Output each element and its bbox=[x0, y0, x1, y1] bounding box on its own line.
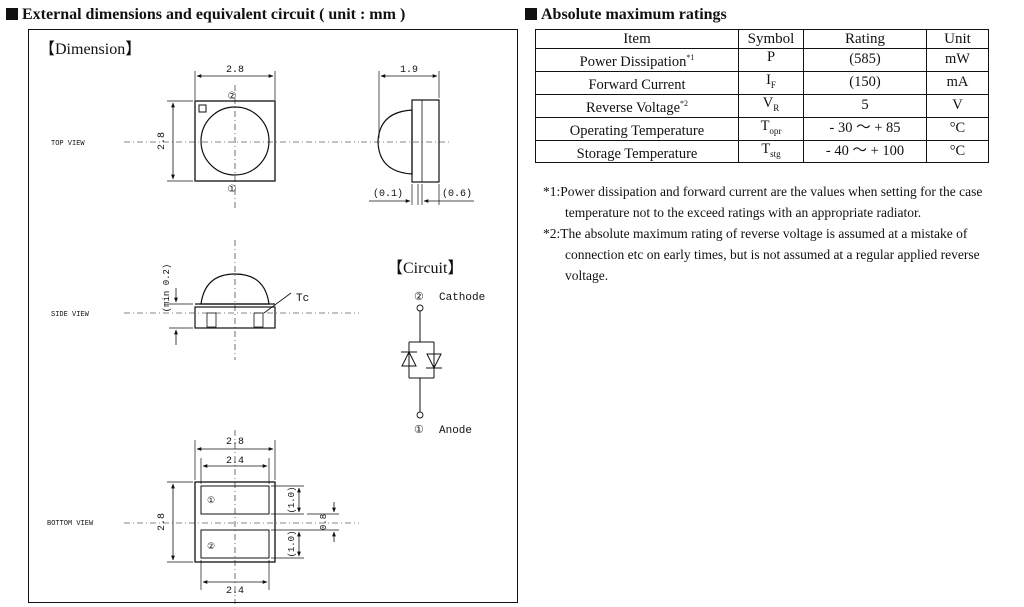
row-rating: (585) bbox=[803, 48, 927, 72]
side-view-body bbox=[194, 306, 276, 329]
row-unit: V bbox=[926, 93, 989, 118]
row-unit: °C bbox=[926, 116, 989, 141]
side-view-label: SIDE VIEW bbox=[51, 311, 90, 319]
bottom-pad-2 bbox=[200, 529, 270, 559]
header-unit: Unit bbox=[926, 29, 989, 49]
cathode-pin-text: ② bbox=[414, 291, 424, 304]
header-rating: Rating bbox=[803, 29, 927, 49]
profile-right-gap-text: (0.6) bbox=[442, 188, 472, 200]
table-header-row: Item Symbol Rating Unit bbox=[535, 29, 989, 49]
row-item: Forward Current bbox=[535, 70, 739, 95]
led-diode-symbol bbox=[426, 353, 442, 370]
table-row: Storage Temperature Tstg - 40 ～ + 100 °C bbox=[535, 139, 989, 164]
row-rating: (150) bbox=[803, 70, 927, 95]
anode-pin-text: ① bbox=[414, 424, 424, 437]
dimension-drawing: 【Dimension】 TOP VIEW SIDE VIEW BOTTOM VI… bbox=[39, 41, 485, 604]
side-view-lens bbox=[200, 273, 270, 305]
cathode-label: Cathode bbox=[439, 292, 485, 304]
row-unit: mA bbox=[926, 70, 989, 95]
table-row: Operating Temperature Topr - 30 ～ + 85 °… bbox=[535, 116, 989, 141]
tc-label: Tc bbox=[296, 293, 309, 305]
top-view-label: TOP VIEW bbox=[51, 140, 85, 148]
ratings-notes: *1:Power dissipation and forward current… bbox=[543, 181, 983, 286]
header-item: Item bbox=[535, 29, 739, 49]
dimension-label: 【Dimension】 bbox=[39, 41, 141, 58]
row-symbol: P bbox=[738, 48, 804, 72]
profile-height-text: 1.9 bbox=[400, 65, 418, 76]
bottom-outer-width-text: 2.8 bbox=[226, 437, 244, 448]
header-symbol: Symbol bbox=[738, 29, 804, 49]
pad-lower-text: (1.0) bbox=[287, 530, 297, 557]
bottom-pad-1 bbox=[200, 485, 270, 515]
table-row: Power Dissipation*1 P (585) mW bbox=[535, 48, 989, 72]
dimensions-title-text: External dimensions and equivalent circu… bbox=[22, 6, 406, 23]
row-symbol: Topr bbox=[738, 116, 804, 141]
note-2: *2:The absolute maximum rating of revers… bbox=[543, 223, 983, 286]
row-rating: 5 bbox=[803, 93, 927, 118]
pad-upper-text: (1.0) bbox=[287, 486, 297, 513]
row-unit: mW bbox=[926, 48, 989, 72]
profile-body bbox=[411, 99, 440, 183]
dimension-drawing-panel: 【Dimension】 TOP VIEW SIDE VIEW BOTTOM VI… bbox=[28, 29, 518, 604]
row-item: Power Dissipation*1 bbox=[535, 48, 739, 72]
ratings-section-title: Absolute maximum ratings bbox=[525, 6, 727, 24]
circuit-label: 【Circuit】 bbox=[387, 260, 463, 277]
bottom-height-text: 2.8 bbox=[157, 513, 168, 531]
top-view-lens bbox=[200, 106, 270, 176]
bottom-inner-width-text: 2.4 bbox=[226, 456, 244, 467]
bottom-lower-width-text: 2.4 bbox=[226, 586, 244, 597]
top-view-package bbox=[194, 100, 276, 182]
row-symbol: Tstg bbox=[738, 139, 804, 164]
top-pin1-text: ① bbox=[228, 184, 237, 196]
note-1-text: *1:Power dissipation and forward current… bbox=[543, 184, 983, 220]
row-item: Operating Temperature bbox=[535, 116, 739, 141]
bottom-pin2-text: ② bbox=[207, 542, 215, 552]
ratings-title-text: Absolute maximum ratings bbox=[541, 6, 727, 23]
profile-left-gap-text: (0.1) bbox=[373, 188, 403, 200]
side-min-text: (min 0.2) bbox=[162, 264, 172, 313]
pad-gap-text: 0.8 bbox=[319, 514, 329, 530]
dimensions-section-title: External dimensions and equivalent circu… bbox=[6, 6, 405, 24]
top-height-text: 2.8 bbox=[157, 132, 168, 150]
top-width-text: 2.8 bbox=[226, 65, 244, 76]
table-row: Forward Current IF (150) mA bbox=[535, 70, 989, 95]
row-rating: - 40 ～ + 100 bbox=[803, 139, 927, 164]
square-bullet-icon bbox=[6, 8, 18, 20]
row-symbol: VR bbox=[738, 93, 804, 118]
row-item: Storage Temperature bbox=[535, 139, 739, 164]
row-rating: - 30 ～ + 85 bbox=[803, 116, 927, 141]
row-symbol: IF bbox=[738, 70, 804, 95]
bottom-view-package bbox=[194, 481, 276, 563]
row-unit: °C bbox=[926, 139, 989, 164]
profile-lens bbox=[377, 109, 413, 175]
absolute-max-ratings-table: Item Symbol Rating Unit Power Dissipatio… bbox=[535, 29, 989, 164]
tc-leader-line bbox=[263, 292, 292, 314]
anode-label: Anode bbox=[439, 425, 472, 437]
top-pin2-text: ② bbox=[228, 91, 237, 103]
row-item: Reverse Voltage*2 bbox=[535, 93, 739, 118]
square-bullet-icon bbox=[525, 8, 537, 20]
table-row: Reverse Voltage*2 VR 5 V bbox=[535, 93, 989, 118]
bottom-pin1-text: ① bbox=[207, 496, 215, 506]
bottom-view-label: BOTTOM VIEW bbox=[47, 520, 94, 528]
note-2-text: *2:The absolute maximum rating of revers… bbox=[543, 226, 980, 283]
note-1: *1:Power dissipation and forward current… bbox=[543, 181, 983, 223]
zener-diode-symbol bbox=[401, 350, 417, 367]
polarity-mark bbox=[198, 104, 207, 113]
